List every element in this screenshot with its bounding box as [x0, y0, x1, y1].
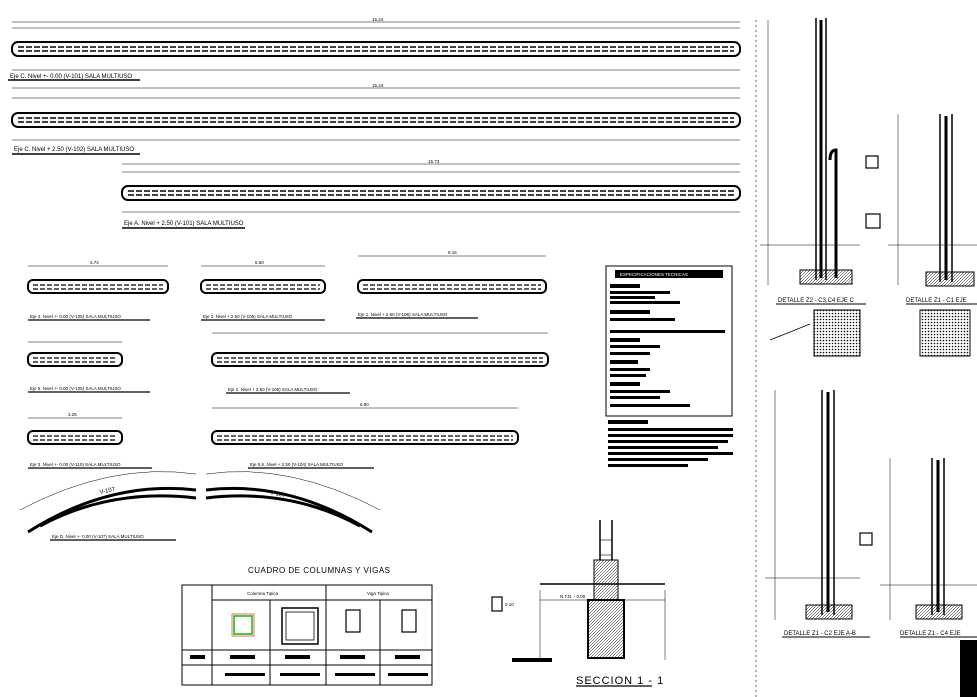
beam10-total-dim: 6.80: [360, 402, 369, 407]
beam2-total-dim: 16.24: [372, 83, 384, 88]
table-col-column: Columna Tipica: [247, 591, 279, 596]
beam8-title: Eje 2. Nivel + 2.50 (V-105) SALA MULTIUS…: [228, 387, 318, 392]
arch-label-left: V-107: [99, 487, 116, 496]
detail-z1-c1: DETALLE Z1 - C1 EJE: [888, 114, 977, 357]
table-title: CUADRO DE COLUMNAS Y VIGAS: [248, 566, 391, 575]
specs-box: ESPECIFICACIONES TECNICAS: [605, 265, 733, 467]
beam-eje-4: 3.74 Eje 4. Nivel +- 0.00 (V-105) SALA M…: [27, 260, 169, 321]
section-1-1: 0.10 N.T.N. - 0.00 SECCION 1 - 1: [491, 520, 666, 687]
beam-eje-2-a: 6.60 Eje 2. Nivel + 2.50 (V-105) SALA MU…: [200, 260, 326, 321]
section-title: SECCION 1 - 1: [576, 675, 664, 687]
table-col-beam: Viga Tipica: [367, 591, 389, 596]
section-dim: 0.10: [505, 602, 514, 607]
beam5-title: Eje 2. Nivel + 2.50 (V-105) SALA MULTIUS…: [203, 314, 293, 319]
beam4-title: Eje 4. Nivel +- 0.00 (V-105) SALA MULTIU…: [30, 314, 121, 319]
beam6-title: Eje 1. Nivel + 2.50 (V-106) SALA MULTIUS…: [358, 312, 448, 317]
section-ntn: N.T.N. - 0.00: [560, 594, 586, 599]
beam-eje-1: 9.15 Eje 1. Nivel + 2.50 (V-106) SALA MU…: [356, 250, 547, 319]
beam2-title: Eje C. Nivel + 2.50 (V-102) SALA MULTIUS…: [14, 147, 134, 153]
beam10-title: Eje 5,6. Nivel + 2.50 (V-104) SALA MULTI…: [250, 462, 344, 467]
beam-eje-5-6: 6.80 Eje 5,6. Nivel + 2.50 (V-104) SALA …: [211, 402, 519, 469]
detail1-title: DETALLE Z2 - C3,C4 EJE C: [778, 298, 855, 304]
beam5-total-dim: 6.60: [255, 260, 264, 265]
beam7-title: Eje 5. Nivel +- 0.00 (V-105) SALA MULTIU…: [30, 386, 121, 391]
detail-z1-c2: DETALLE Z1 - C2 EJE A-B: [765, 390, 873, 638]
beam-eje-c-level-250: 16.24 Eje C. Nivel + 2.50 (V-102) SALA M…: [11, 83, 741, 155]
detail4-title: DETALLE Z1 - C4 EJE: [900, 631, 961, 637]
beam6-total-dim: 9.15: [448, 250, 457, 255]
beam-eje-3: 3.26 Eje 3. Nivel +- 0.00 (V-110) SALA M…: [27, 412, 152, 469]
beam-eje-2-b: Eje 2. Nivel + 2.50 (V-105) SALA MULTIUS…: [211, 332, 549, 394]
detail3-title: DETALLE Z1 - C2 EJE A-B: [784, 631, 856, 637]
beam9-title: Eje 3. Nivel +- 0.00 (V-110) SALA MULTIU…: [30, 462, 121, 467]
detail-z1-c4: DETALLE Z1 - C4 EJE: [880, 458, 977, 697]
arch-title: Eje D. Nivel +- 0.00 (V-107) SALA MULTIU…: [52, 534, 144, 539]
beam1-total-dim: 16.24: [372, 17, 384, 22]
beam9-total-dim: 3.26: [68, 412, 77, 417]
beam1-title: Eje C. Nivel +- 0.00 (V-101) SALA MULTIU…: [10, 74, 132, 80]
beam3-total-dim: 15.73: [428, 159, 440, 164]
beam-eje-c-level-0: 16.24 Eje C. Nivel +- 0.00 (V-101) SALA …: [8, 17, 741, 81]
beam2-outline: [11, 112, 741, 128]
columns-beams-table: CUADRO DE COLUMNAS Y VIGAS Columna Tipic…: [181, 566, 433, 686]
specs-title: ESPECIFICACIONES TECNICAS: [620, 272, 688, 277]
beam3-outline: [121, 185, 741, 201]
detail2-title: DETALLE Z1 - C1 EJE: [906, 298, 967, 304]
arch-beam-v107: V-107 V-107 Eje D. Nivel +- 0.00 (V-107)…: [19, 471, 381, 541]
arch-label-right: V-107: [270, 490, 287, 499]
detail-z2-c3c4: DETALLE Z2 - C3,C4 EJE C: [760, 18, 881, 357]
beam1-outline: [11, 41, 741, 57]
beam4-total-dim: 3.74: [90, 260, 99, 265]
beam-eje-5: Eje 5. Nivel +- 0.00 (V-105) SALA MULTIU…: [27, 341, 150, 393]
beam3-title: Eje A. Nivel + 2.50 (V-101) SALA MULTIUS…: [124, 221, 244, 227]
beam-eje-a-level-250: 15.73 Eje A. Nivel + 2.50 (V-101) SALA M…: [121, 159, 741, 229]
